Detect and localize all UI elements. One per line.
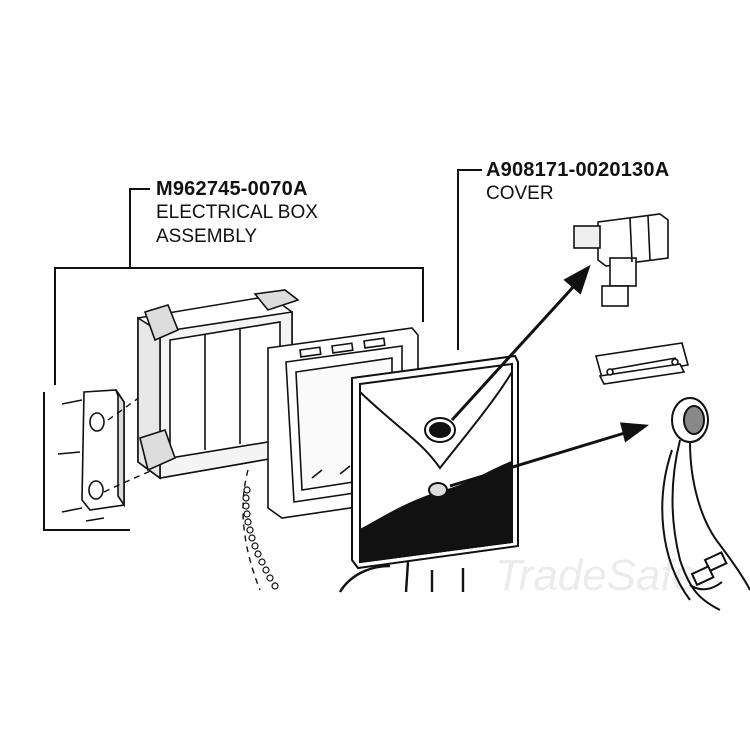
- callout-bracket-cover: [457, 169, 482, 350]
- callout-bracket-electrical-box: [43, 188, 424, 531]
- cover-part-number: A908171-0020130A: [486, 159, 670, 181]
- solenoid-valve: [573, 213, 669, 307]
- cover-description-line1: COVER: [486, 183, 554, 204]
- electrical-box-description-line2: ASSEMBLY: [156, 226, 258, 247]
- electrical-box-part-number: M962745-0070A: [156, 178, 308, 200]
- bracket-plate: [594, 342, 690, 385]
- watermark-logo: TradeSafe: [495, 551, 697, 600]
- bead-chain: [242, 486, 279, 590]
- mounting-plate: [57, 389, 125, 522]
- pointer-arrows: [449, 264, 650, 488]
- electrical-box: [137, 289, 300, 480]
- cover-plate: [351, 354, 519, 570]
- supply-lines: [338, 561, 465, 593]
- sensor-cable-assembly: [661, 397, 750, 611]
- electrical-box-description-line1: ELECTRICAL BOX: [156, 202, 318, 223]
